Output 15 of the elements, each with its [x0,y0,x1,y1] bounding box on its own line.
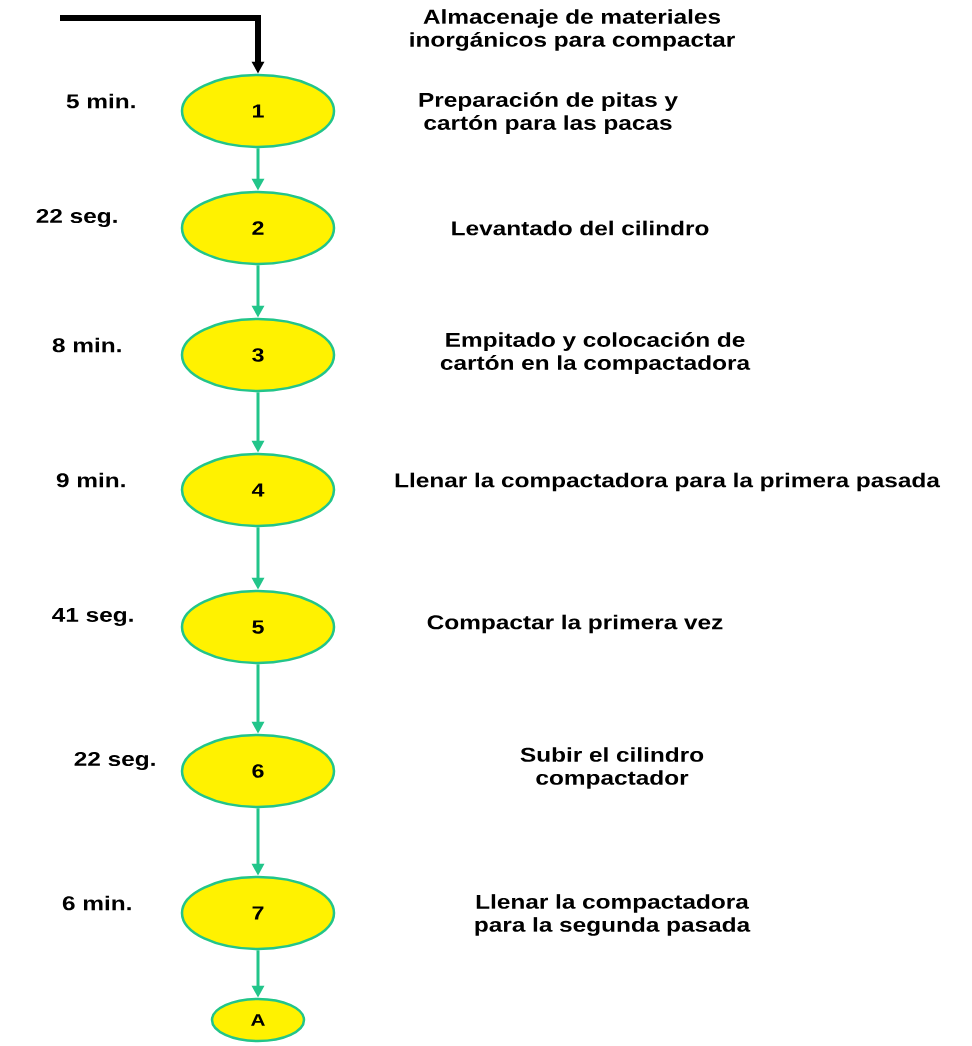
duration-label: 8 min. [52,337,121,353]
duration-label: 9 min. [56,472,125,488]
step-description: Preparación de pitas y cartón para las pacas [419,92,678,134]
duration-label: 5 min. [66,93,135,109]
step-description: Llenar la compactadora para la segunda pasada [475,894,751,936]
step-description: Levantado del cilindro [452,220,709,236]
duration-label: 22 seg. [36,208,117,228]
duration-label: 22 seg. [74,751,155,771]
duration-label: 6 min. [62,895,131,911]
step-description: Compactar la primera vez [427,614,723,634]
step-description: Subir el cilindro compactador [520,747,704,789]
step-description: Empitado y colocación de cartón en la compactadora [440,332,751,374]
duration-label: 41 seg. [52,608,133,626]
heading-text: Almacenaje de materiales inorgánicos para compactar [410,9,735,51]
step-description: Llenar la compactadora para la primera pasada [395,472,941,492]
